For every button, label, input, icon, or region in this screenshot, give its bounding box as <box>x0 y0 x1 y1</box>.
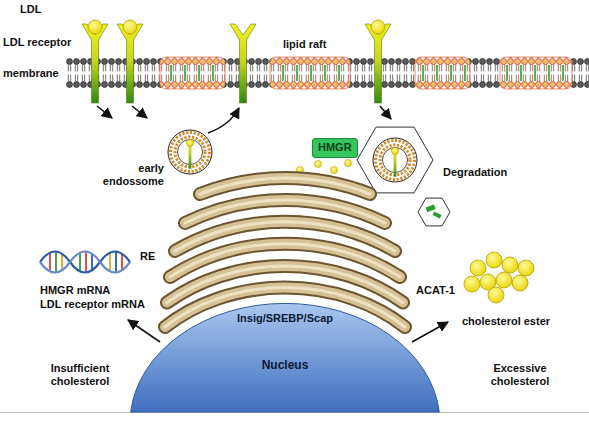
part-name: membrane <box>3 67 59 80</box>
rung <box>49 253 51 271</box>
raft-region <box>500 57 572 89</box>
cholesterol-dot <box>315 161 322 168</box>
flow-arrow <box>132 106 147 118</box>
product-name: cholesterol ester <box>462 315 550 328</box>
ester-droplet <box>488 287 504 303</box>
receptor-symbol <box>365 24 391 103</box>
part-name: early endossome <box>90 162 164 188</box>
organelle-name: RE <box>140 250 155 263</box>
rung <box>121 253 123 271</box>
flow-arrow <box>380 106 391 119</box>
cholesterol-dot <box>331 167 338 174</box>
receptor-fragment <box>426 204 436 212</box>
ester-droplet <box>502 257 518 273</box>
receptor-symbol <box>82 24 108 103</box>
raft-ground <box>160 57 225 89</box>
condition-label: Insufficient cholesterol <box>30 362 130 388</box>
ester-droplet <box>464 276 480 292</box>
flow-arrow <box>128 320 160 342</box>
er-cisterna <box>200 178 370 194</box>
er-cisterna <box>170 244 400 277</box>
er-cisterna <box>175 222 395 251</box>
enzyme-name: HMGR <box>318 141 352 154</box>
rung <box>55 252 57 272</box>
er-cisterna <box>185 200 385 223</box>
process-name: Degradation <box>443 166 507 179</box>
raft-region <box>415 57 470 89</box>
ester-cluster <box>464 252 534 303</box>
endosome-lipids <box>376 141 415 180</box>
receptor-symbol <box>117 24 143 103</box>
ldl-particle <box>392 148 399 155</box>
rung <box>61 253 63 271</box>
endosome-symbol <box>373 138 417 182</box>
raft-ground <box>500 57 572 89</box>
flow-arrow <box>412 322 448 342</box>
endosome-symbol <box>168 130 212 174</box>
er-cisterna <box>167 266 403 303</box>
er-cisterna <box>200 178 370 194</box>
recycle-arrow <box>208 108 239 133</box>
ester-droplet <box>496 272 512 288</box>
lysosome-hexagon <box>357 127 433 193</box>
helix-rungs <box>50 252 122 272</box>
enzyme-name: ACAT-1 <box>416 284 455 297</box>
receptor-fragment <box>433 211 442 218</box>
raft-region <box>160 57 225 89</box>
ester-droplet <box>518 260 534 276</box>
strand <box>40 252 130 273</box>
er-cisterna <box>185 200 385 223</box>
er-cisterna <box>200 178 370 194</box>
ldl-particle <box>187 140 194 147</box>
flow-arrow <box>97 106 112 118</box>
ldl-particle <box>123 20 137 34</box>
rung <box>115 252 117 272</box>
condition-label: Excessive cholesterol <box>470 362 570 388</box>
ester-droplet <box>486 252 502 268</box>
dna-helix <box>40 252 130 273</box>
raft-ground <box>270 57 350 89</box>
lipid-bilayer <box>66 58 589 88</box>
ester-droplet <box>512 275 528 291</box>
particle-name: LDL <box>20 3 41 16</box>
transcript-name: HMGR mRNA <box>40 284 110 297</box>
strand <box>40 252 130 273</box>
cholesterol-dots <box>297 160 352 174</box>
rung <box>85 252 87 272</box>
receptor-symbol <box>230 24 256 103</box>
nucleus-dome: Insig/SREBP/ScapNucleus <box>130 303 440 412</box>
enzyme-box: HMGR <box>312 138 358 158</box>
raft-ground <box>415 57 470 89</box>
endosome-lipids <box>171 133 210 172</box>
part-name: LDL receptor <box>3 36 71 49</box>
rung <box>79 253 81 271</box>
raft-region <box>270 57 350 89</box>
nucleus-shape <box>131 303 440 412</box>
er-cisterna <box>170 244 400 277</box>
ldl-particle <box>88 20 102 34</box>
ldl-particle <box>371 20 385 34</box>
endosome-outline <box>168 130 212 174</box>
ester-droplet <box>470 260 486 276</box>
endosome-outline <box>373 138 417 182</box>
rung <box>91 253 93 271</box>
complex-name: Insig/SREBP/Scap <box>237 312 333 325</box>
organelle-name: Nucleus <box>262 358 309 372</box>
er-cisterna <box>175 222 395 251</box>
lipid-rafts <box>160 57 572 89</box>
lysosome-hexagon <box>418 198 450 226</box>
er-cisterna <box>170 244 400 277</box>
part-name: lipid raft <box>283 38 326 51</box>
rung <box>109 253 111 271</box>
transcript-name: LDL receptor mRNA <box>40 298 145 311</box>
cholesterol-dot <box>345 160 352 167</box>
er-cisterna <box>167 266 403 303</box>
